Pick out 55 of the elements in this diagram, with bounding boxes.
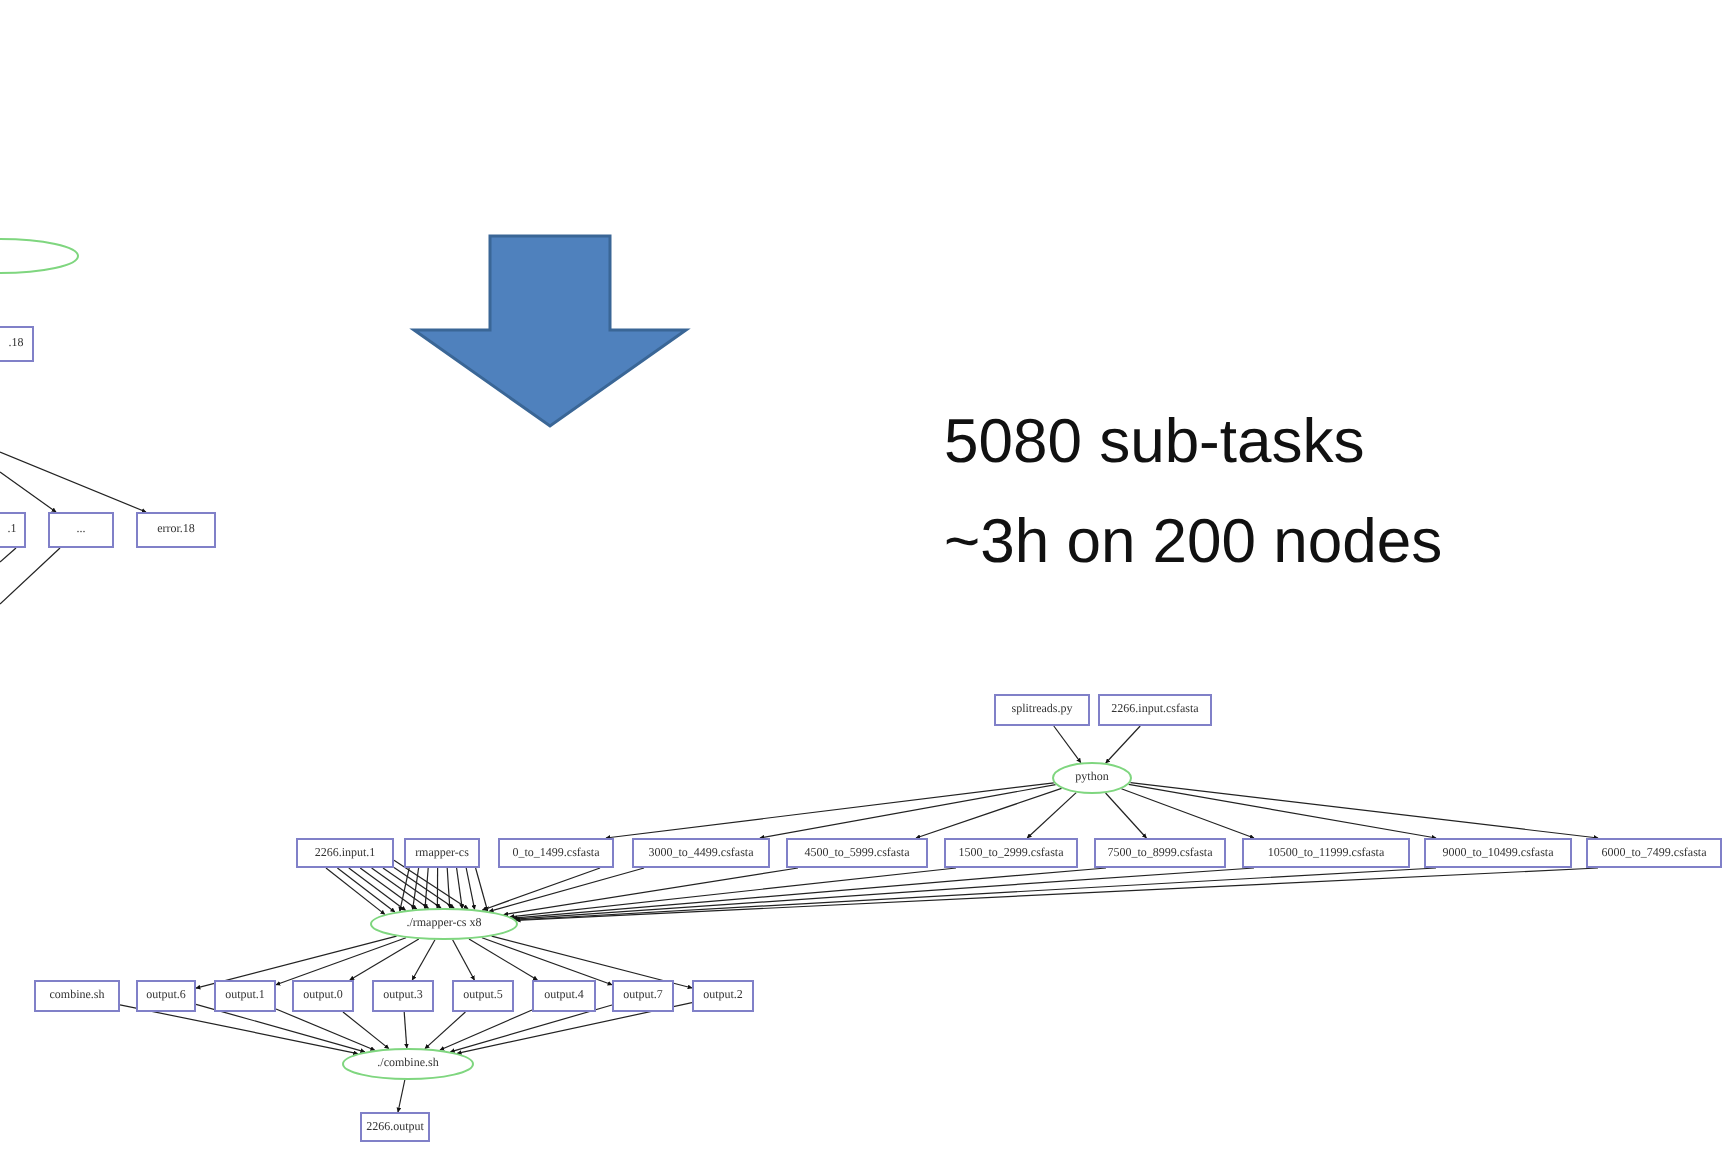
arrow: [1128, 783, 1437, 840]
arrow: [1120, 788, 1255, 839]
arrow: [759, 784, 1057, 840]
arrow: [398, 867, 410, 912]
arrow: [475, 867, 489, 912]
arrow: [195, 1003, 366, 1053]
arrow: [119, 1004, 359, 1056]
arrow: [452, 939, 475, 981]
note-text: 5080 sub-tasks: [944, 406, 1365, 478]
arrow: [456, 867, 464, 909]
arrow: [503, 867, 799, 917]
arrow: [1129, 782, 1599, 840]
arrow: [435, 867, 440, 909]
arrow: [424, 1011, 466, 1050]
arrow: [1105, 725, 1141, 764]
arrow: [1053, 725, 1082, 764]
arrow: [1105, 792, 1147, 839]
arrow: [410, 867, 420, 911]
arrow: [446, 867, 452, 909]
arrow: [605, 782, 1055, 840]
arrow: [915, 787, 1063, 839]
arrow: [468, 938, 538, 981]
arrow: [393, 867, 455, 909]
arrow: [396, 1079, 406, 1113]
arrow: [349, 938, 420, 981]
arrow: [325, 867, 386, 915]
arrow: [382, 867, 442, 909]
arrow: [481, 867, 601, 911]
arrow: [0, 471, 57, 513]
arrow: [411, 939, 436, 981]
arrow: [336, 867, 396, 913]
arrow: [439, 1009, 533, 1051]
task-ellipse: [1052, 762, 1132, 794]
arrow: [0, 451, 147, 513]
arrow: [491, 935, 693, 990]
arrow: [275, 1008, 376, 1051]
task-ellipse: [342, 1048, 474, 1080]
task-ellipse: [370, 908, 518, 940]
arrow: [509, 867, 957, 919]
arrow: [403, 1011, 409, 1049]
arrow: [422, 867, 429, 910]
arrow: [449, 1004, 613, 1053]
arrow: [456, 1002, 693, 1055]
arrow: [359, 867, 418, 910]
arrow: [1026, 792, 1077, 839]
note-text: ~3h on 200 nodes: [944, 506, 1443, 578]
arrow: [342, 1011, 390, 1050]
arrow: [393, 859, 469, 910]
arrow: [465, 867, 477, 910]
arrow: [488, 867, 645, 913]
arrow: [348, 867, 407, 911]
arrow: [275, 937, 407, 986]
arrow: [195, 935, 398, 990]
arrow: [371, 867, 430, 909]
arrow: [481, 937, 613, 986]
